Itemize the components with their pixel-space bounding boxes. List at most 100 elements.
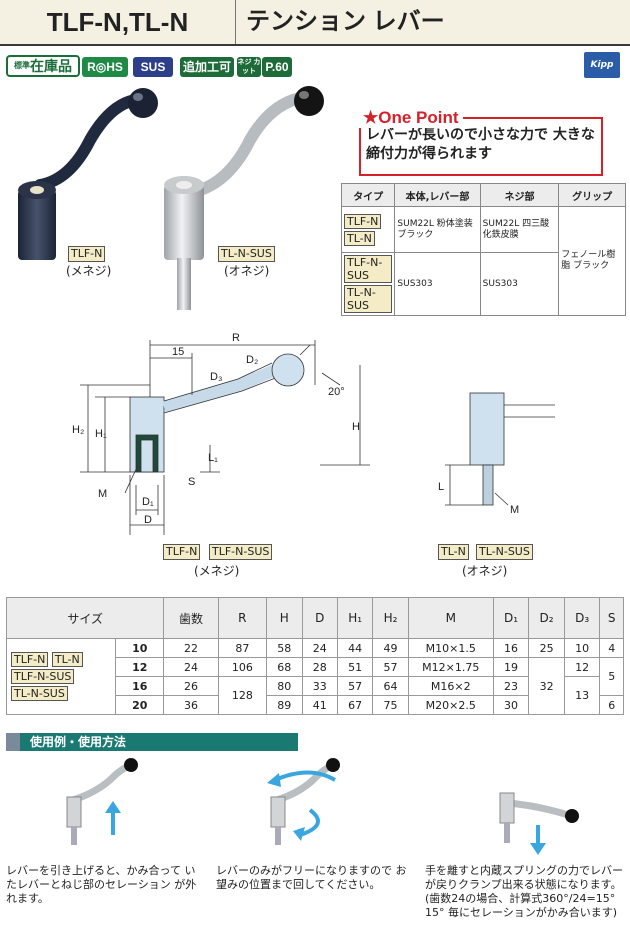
- usage-illustration-3: [499, 792, 579, 855]
- d-cell: 41: [301, 695, 338, 715]
- dim-label: 15: [172, 346, 184, 358]
- d-cell: 28: [301, 657, 338, 677]
- product-photo-right: [164, 86, 324, 310]
- dim-label: D₃: [210, 371, 222, 383]
- r-cell: 128: [217, 676, 268, 715]
- usage-illustration-1: [66, 758, 138, 845]
- size-header: H: [266, 597, 303, 639]
- size-header: D: [301, 597, 338, 639]
- dim-label: H: [352, 421, 360, 433]
- d2-cell: 25: [528, 638, 565, 658]
- usage-illustration-2: [267, 758, 340, 845]
- usage-step-1: レバーを引き上げると、かみ合って いたレバーとねじ部のセレーション が外れます。: [6, 864, 197, 905]
- technical-drawing-left: R 15 D₂ D₃ 20° H H₁ H₂ L₁ S M D₁ D: [72, 332, 370, 535]
- teeth-cell: 26: [163, 676, 219, 696]
- d3-cell: 12: [563, 657, 601, 677]
- h1-cell: 44: [336, 638, 374, 658]
- dim-label: H₁: [95, 428, 107, 440]
- header-bar: TLF-N,TL-N テンション レバー: [0, 0, 630, 46]
- drawing-left-type: (メネジ): [194, 564, 240, 578]
- usage-step-3: 手を離すと内蔵スプリングの力でレバー が戻りクランプ出来る状態になります。 (歯…: [425, 864, 623, 919]
- photo-left-type: (メネジ): [66, 264, 112, 278]
- size-header: M: [407, 597, 494, 639]
- h2-cell: 49: [372, 638, 409, 658]
- mat-body-cell: SUS303: [394, 252, 481, 316]
- s-cell: 6: [599, 695, 624, 715]
- dim-label: M: [98, 488, 107, 500]
- dim-label: D₂: [246, 354, 258, 366]
- size-header: H₁: [336, 597, 374, 639]
- product-name-title: テンション レバー: [246, 8, 445, 35]
- size-header: R: [217, 597, 268, 639]
- dim-label: D: [144, 514, 152, 526]
- mat-thread-cell: SUM22L 四三酸化鉄皮膜: [479, 206, 560, 253]
- size-cell: 12: [114, 657, 165, 677]
- size-header: D₃: [563, 597, 601, 639]
- mat-header-grip: グリップ: [558, 183, 626, 207]
- d3-cell: 13: [563, 676, 601, 715]
- dim-label: M: [510, 504, 519, 516]
- photo-right-type: (オネジ): [224, 264, 270, 278]
- d1-cell: 16: [492, 638, 530, 658]
- one-point-box: [359, 117, 603, 176]
- m-cell: M16×2: [407, 676, 494, 696]
- stock-badge: 標準在庫品: [6, 55, 80, 77]
- h-cell: 68: [266, 657, 303, 677]
- technical-drawing-right: L M: [438, 392, 555, 516]
- drawing-right-tag: TL-N-SUS: [476, 544, 533, 560]
- size-cell: 20: [114, 695, 165, 715]
- size-header: D₁: [492, 597, 530, 639]
- drawing-right-tag: TL-N: [438, 544, 469, 560]
- kipp-logo: Kipp: [584, 52, 620, 78]
- page-reference-badge: P.60: [262, 57, 292, 77]
- mat-body-cell: SUM22L 粉体塗装 ブラック: [394, 206, 481, 253]
- dim-label: D₁: [142, 496, 154, 508]
- additional-processing-badge: 追加工可: [180, 57, 234, 77]
- dim-label: L: [438, 481, 444, 493]
- mat-type-tag: TL-N: [344, 230, 375, 246]
- thread-cut-badge: ネジ カット: [237, 57, 261, 77]
- teeth-cell: 36: [163, 695, 219, 715]
- model-tag: TL-N-SUS: [11, 686, 68, 701]
- r-cell: 106: [217, 657, 268, 677]
- d-cell: 33: [301, 676, 338, 696]
- d2-cell: 32: [528, 657, 565, 715]
- mat-thread-cell: SUS303: [479, 252, 560, 316]
- m-cell: M10×1.5: [407, 638, 494, 658]
- size-header: D₂: [528, 597, 565, 639]
- photo-right-model-tag: TL-N-SUS: [218, 246, 275, 262]
- teeth-cell: 22: [163, 638, 219, 658]
- drawing-left-tag: TLF-N: [163, 544, 201, 560]
- one-point-text: レバーが長いので小さな力で 大きな締付力が得られます: [366, 127, 595, 162]
- d1-cell: 30: [492, 695, 530, 715]
- size-cell: 10: [114, 638, 165, 658]
- h2-cell: 64: [372, 676, 409, 696]
- teeth-cell: 24: [163, 657, 219, 677]
- mat-type-tag: TLF-N: [344, 213, 382, 229]
- usage-section-title: 使用例・使用方法: [6, 733, 298, 751]
- size-cell: 16: [114, 676, 165, 696]
- dim-label: H₂: [72, 424, 84, 436]
- dim-label: R: [232, 332, 240, 344]
- size-table: サイズ 歯数 R H D H₁ H₂ M D₁ D₂ D₃ S TLF-N TL…: [5, 597, 624, 715]
- model-tag: TL-N: [51, 652, 83, 667]
- mat-header-thread: ネジ部: [479, 183, 560, 207]
- sus-badge: SUS: [133, 57, 173, 77]
- size-header: H₂: [372, 597, 409, 639]
- mat-header-body: 本体,レバー部: [394, 183, 481, 207]
- h2-cell: 57: [372, 657, 409, 677]
- dim-label: S: [188, 476, 195, 488]
- m-cell: M20×2.5: [407, 695, 494, 715]
- d-cell: 24: [301, 638, 338, 658]
- drawing-left-tag: TLF-N-SUS: [209, 544, 273, 560]
- h2-cell: 75: [372, 695, 409, 715]
- h1-cell: 57: [336, 676, 374, 696]
- photo-left-model-tag: TLF-N: [68, 246, 106, 262]
- h-cell: 80: [266, 676, 303, 696]
- mat-grip-cell: フェノール樹脂 ブラック: [558, 206, 626, 316]
- product-code-title: TLF-N,TL-N: [0, 0, 236, 44]
- usage-step-2: レバーのみがフリーになりますので お望みの位置まで回してください。: [216, 864, 407, 891]
- r-cell: 87: [217, 638, 268, 658]
- drawing-right-type: (オネジ): [462, 564, 508, 578]
